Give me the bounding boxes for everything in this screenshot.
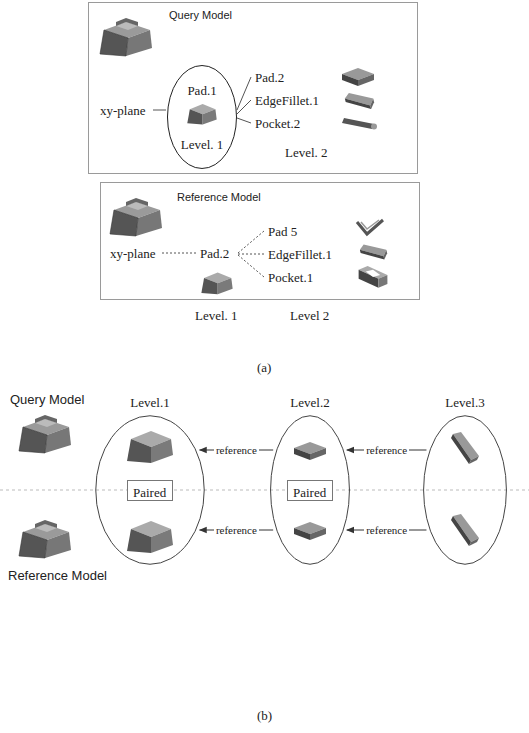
feature-label: Pad.2 — [255, 70, 284, 85]
level-ellipse: Level.3 — [423, 415, 507, 565]
node-label: Reference Model — [177, 191, 261, 204]
model-frame: Query ModelPad.1Level. 1 — [88, 2, 418, 174]
feature-label: Pad 5 — [268, 224, 297, 239]
edge-label: reference — [214, 444, 259, 457]
level-ellipse: Level.2Paired — [270, 415, 350, 565]
node-label: Pad.1 — [167, 83, 237, 98]
feature-label: EdgeFillet.1 — [268, 247, 332, 262]
feature-label: Pocket.1 — [268, 270, 313, 285]
feature-label: Pad.2 — [200, 246, 229, 261]
pair-label: Paired — [293, 485, 326, 500]
level-ellipse: Pad.1Level. 1 — [167, 65, 237, 169]
paired-box: Paired — [127, 480, 173, 501]
feature-label: Pocket.2 — [255, 116, 300, 131]
model-frame: Reference Model — [100, 182, 420, 300]
node-label: Level.3 — [423, 395, 507, 410]
panel-caption: (b) — [257, 708, 272, 723]
node-label: Level.2 — [270, 395, 350, 410]
node-label: Level.1 — [95, 395, 205, 410]
feature-label: EdgeFillet.1 — [255, 93, 319, 108]
feature-label: Level. 1 — [195, 308, 238, 323]
node-label: Level. 1 — [167, 137, 237, 152]
feature-label: Level. 2 — [285, 145, 328, 160]
panel-caption: (a) — [257, 360, 271, 375]
edge-label: reference — [364, 524, 409, 537]
ellipse-outline — [167, 65, 237, 169]
pair-label: Paired — [133, 485, 166, 500]
level-ellipse: Level.1Paired — [95, 415, 205, 565]
ellipse-outline — [423, 415, 507, 565]
feature-label: xy-plane — [110, 246, 155, 261]
feature-label: Query Model — [10, 392, 84, 407]
edge-label: reference — [214, 524, 259, 537]
feature-label: Level 2 — [290, 308, 329, 323]
feature-label: Reference Model — [8, 568, 107, 583]
paired-box: Paired — [287, 480, 333, 501]
edge-label: reference — [364, 444, 409, 457]
node-label: Query Model — [169, 9, 232, 22]
feature-label: xy-plane — [100, 103, 145, 118]
